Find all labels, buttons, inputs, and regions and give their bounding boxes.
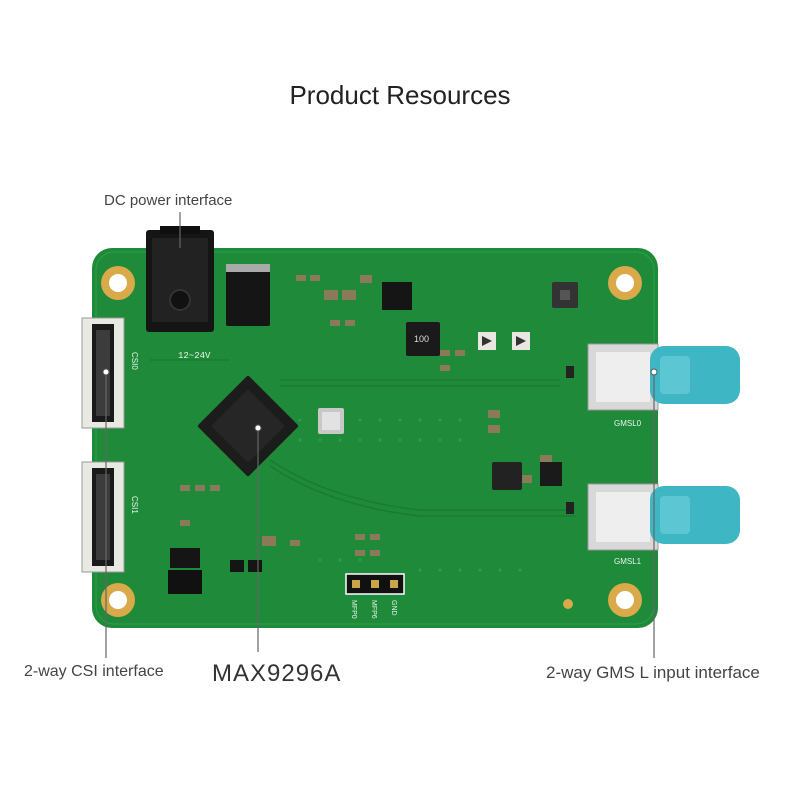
- inductor-marking: 100: [414, 334, 429, 344]
- mounting-holes: [101, 266, 642, 617]
- gmsl-connector-1: [587, 483, 740, 551]
- voltage-silkscreen: 12~24V: [178, 351, 211, 361]
- mfp6-silkscreen: MFP6: [370, 600, 377, 619]
- dc-power-jack: [146, 226, 214, 332]
- chip-label: MAX9296A: [212, 660, 342, 687]
- dc-power-label: DC power interface: [104, 192, 233, 209]
- csi-connector-1: [81, 461, 125, 573]
- max9296a-chip: [197, 375, 299, 477]
- mfp0-silkscreen: MFP0: [350, 600, 357, 619]
- gmsl-label: 2-way GMS L input interface: [546, 663, 760, 682]
- callout-lines: [105, 212, 655, 658]
- regulator-chip: [226, 270, 270, 326]
- gnd-silkscreen: GND: [390, 600, 397, 616]
- csi0-silkscreen: CSI0: [130, 352, 139, 370]
- page-title: Product Resources: [289, 80, 511, 110]
- gmsl0-silkscreen: GMSL0: [614, 419, 642, 428]
- csi-label: 2-way CSI interface: [24, 663, 164, 680]
- csi1-silkscreen: CSI1: [130, 496, 139, 514]
- pin-header: [345, 573, 405, 595]
- gmsl1-silkscreen: GMSL1: [614, 557, 642, 566]
- gmsl-connector-0: [587, 343, 740, 411]
